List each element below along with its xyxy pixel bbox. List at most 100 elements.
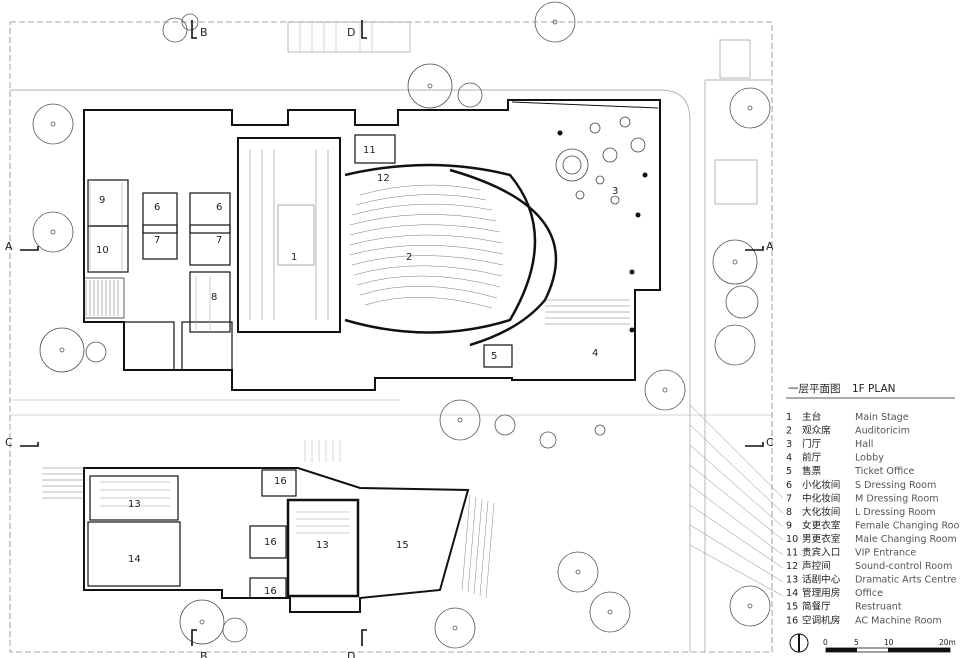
site-trees [32, 1, 771, 649]
room-label: 6 [154, 202, 160, 213]
room-label: 9 [99, 195, 105, 206]
room-label: 3 [612, 186, 618, 197]
legend-name-zh: 售票 [802, 465, 822, 477]
south-bars [304, 440, 341, 462]
lobby-steps [545, 299, 630, 325]
legend-name-en: VIP Entrance [855, 548, 916, 559]
section-label-left-c: C [5, 436, 13, 449]
room-label: 6 [216, 202, 222, 213]
legend-name-en: S Dressing Room [855, 480, 936, 491]
legend-number: 9 [786, 520, 792, 531]
legend-name-en: AC Machine Room [855, 615, 942, 626]
legend-row: 4 前厅 Lobby [786, 452, 884, 464]
room-label: 5 [491, 351, 497, 362]
changing-lockers [89, 182, 211, 330]
legend-name-zh: 观众席 [802, 425, 831, 437]
section-cut-lines [20, 20, 764, 646]
parking-strip [287, 21, 411, 53]
legend-number: 5 [786, 466, 792, 477]
scale-label: 10 [884, 638, 894, 647]
back-of-house-walls [87, 179, 233, 371]
main-stage [237, 137, 341, 333]
section-label-top-d: D [347, 26, 355, 39]
drama-hall-small [89, 475, 179, 521]
ac-room-b [249, 525, 287, 559]
room-label: 15 [396, 540, 409, 551]
legend-row: 7 中化妆间 M Dressing Room [786, 492, 939, 504]
legend-number: 7 [786, 493, 792, 504]
scale-bar [825, 647, 951, 653]
section-label-bottom-b: B [200, 650, 208, 658]
room-label: 2 [406, 252, 412, 263]
legend-name-zh: 中化妆间 [802, 492, 840, 504]
legend-name-en: Restruant [855, 602, 902, 613]
ac-room-a [261, 469, 297, 497]
legend-name-en: Office [855, 588, 883, 599]
legend-name-en: Sound-control Room [855, 561, 952, 572]
legend-name-zh: 女更衣室 [802, 519, 841, 531]
room-label: 4 [592, 348, 598, 359]
legend-name-zh: 话剧中心 [802, 574, 841, 586]
room-label: 1 [291, 252, 297, 263]
legend-number: 10 [786, 534, 798, 545]
scale-label: 20m [939, 638, 956, 647]
hall-columns [557, 130, 648, 333]
hall-decor [555, 116, 646, 205]
room-label: 7 [216, 235, 222, 246]
legend-row: 6 小化妆间 S Dressing Room [786, 479, 936, 491]
legend-name-zh: 声控间 [802, 560, 831, 572]
legend-number: 12 [786, 561, 798, 572]
north-arrow-icon [789, 633, 809, 653]
legend-number: 1 [786, 412, 792, 423]
legend-number: 11 [786, 548, 798, 559]
section-label-right-a: A [766, 240, 774, 253]
section-label-top-b: B [200, 26, 208, 39]
legend-name-en: Auditoricim [855, 426, 910, 437]
room-label: 14 [128, 554, 141, 565]
legend-leaders [689, 404, 784, 597]
legend-name-zh: 前厅 [802, 452, 822, 464]
legend-name-en: Main Stage [855, 412, 909, 423]
legend-name-zh: 管理用房 [802, 587, 840, 599]
stage-trap [277, 204, 315, 266]
legend-number: 8 [786, 507, 792, 518]
road-edge [10, 89, 691, 652]
drama-hall-main-seats [296, 511, 350, 534]
ticket-booth [483, 344, 513, 368]
legend-name-en: Lobby [855, 453, 884, 464]
legend-number: 6 [786, 480, 792, 491]
west-ramp [83, 277, 125, 319]
south-slats [461, 494, 495, 599]
legend-row: 12 声控间 Sound-control Room [786, 560, 952, 572]
legend-row: 9 女更衣室 Female Changing Room [786, 519, 960, 531]
legend-name-en: Dramatic Arts Centre [855, 575, 957, 586]
scale-label: 0 [823, 638, 828, 647]
legend-number: 4 [786, 453, 792, 464]
drama-hall-small-seats [100, 481, 170, 507]
legend-name-en: Female Changing Room [855, 520, 960, 531]
drama-hall-main [286, 498, 360, 598]
legend-name-zh: 门厅 [802, 438, 822, 450]
road-edge [10, 399, 772, 416]
auditorium-wall [344, 163, 537, 334]
auditorium-outer-wall [449, 168, 558, 347]
top-right-kiosk [719, 39, 751, 79]
legend-name-zh: 小化妆间 [802, 479, 840, 491]
room-label: 16 [274, 476, 287, 487]
room-label: 16 [264, 537, 277, 548]
legend-name-zh: 大化妆间 [802, 506, 840, 518]
legend-name-zh: 空调机房 [802, 614, 840, 626]
room-label: 13 [316, 540, 329, 551]
legend-name-en: M Dressing Room [855, 493, 939, 504]
south-west-steps [42, 467, 84, 499]
